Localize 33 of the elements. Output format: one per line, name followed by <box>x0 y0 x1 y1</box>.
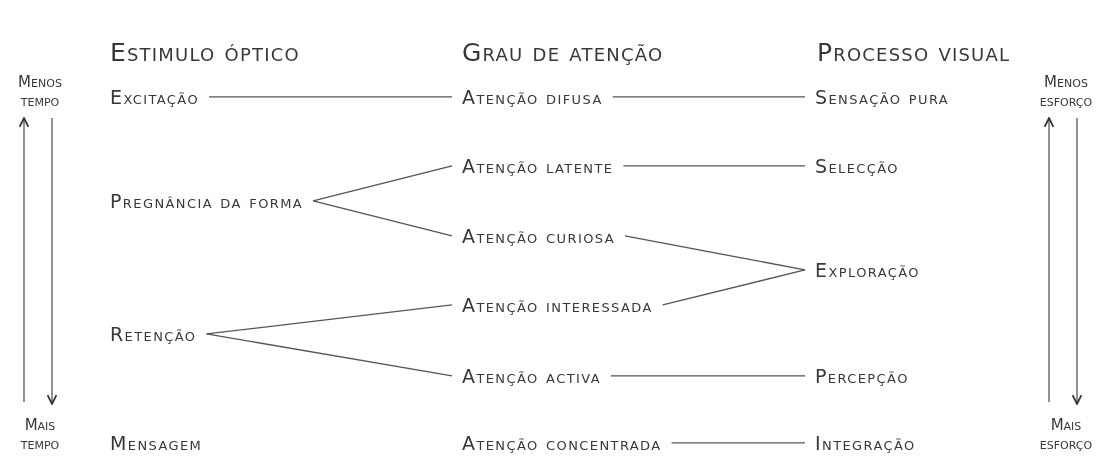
concept-label: Pregnância da forma <box>110 189 304 213</box>
concept-label: Exploração <box>815 258 920 282</box>
concept-label: Atenção interessada <box>462 293 653 317</box>
column-heading: Processo visual <box>817 38 1011 68</box>
concept-label: Selecção <box>815 154 899 178</box>
concept-label: Sensação pura <box>815 85 950 109</box>
scale-label: Mais esforço <box>1038 416 1094 454</box>
connector-line <box>312 165 453 202</box>
scale-label: Menos tempo <box>17 73 63 111</box>
column-heading: Grau de atenção <box>462 38 664 68</box>
connector-line <box>312 200 453 237</box>
concept-label: Atenção curiosa <box>462 224 615 248</box>
concept-label: Atenção difusa <box>462 85 603 109</box>
connector-line <box>670 442 806 444</box>
connector-line <box>612 96 806 98</box>
connector-line <box>208 96 453 98</box>
column-heading: Estimulo óptico <box>110 38 300 68</box>
concept-label: Mensagem <box>110 431 203 455</box>
concept-label: Atenção latente <box>462 154 614 178</box>
connector-line <box>662 269 806 306</box>
connector-line <box>622 165 806 167</box>
concept-label: Integração <box>815 431 916 455</box>
connector-line <box>624 235 806 271</box>
concept-label: Percepção <box>815 364 909 388</box>
scale-label: Mais tempo <box>19 416 61 454</box>
concept-label: Atenção concentrada <box>462 431 662 455</box>
connector-line <box>205 333 453 377</box>
concept-label: Atenção activa <box>462 364 601 388</box>
connector-line <box>610 375 806 377</box>
concept-label: Excitação <box>110 85 200 109</box>
concept-label: Retenção <box>110 322 197 346</box>
scale-label: Menos esforço <box>1038 73 1094 111</box>
connector-line <box>205 304 453 335</box>
